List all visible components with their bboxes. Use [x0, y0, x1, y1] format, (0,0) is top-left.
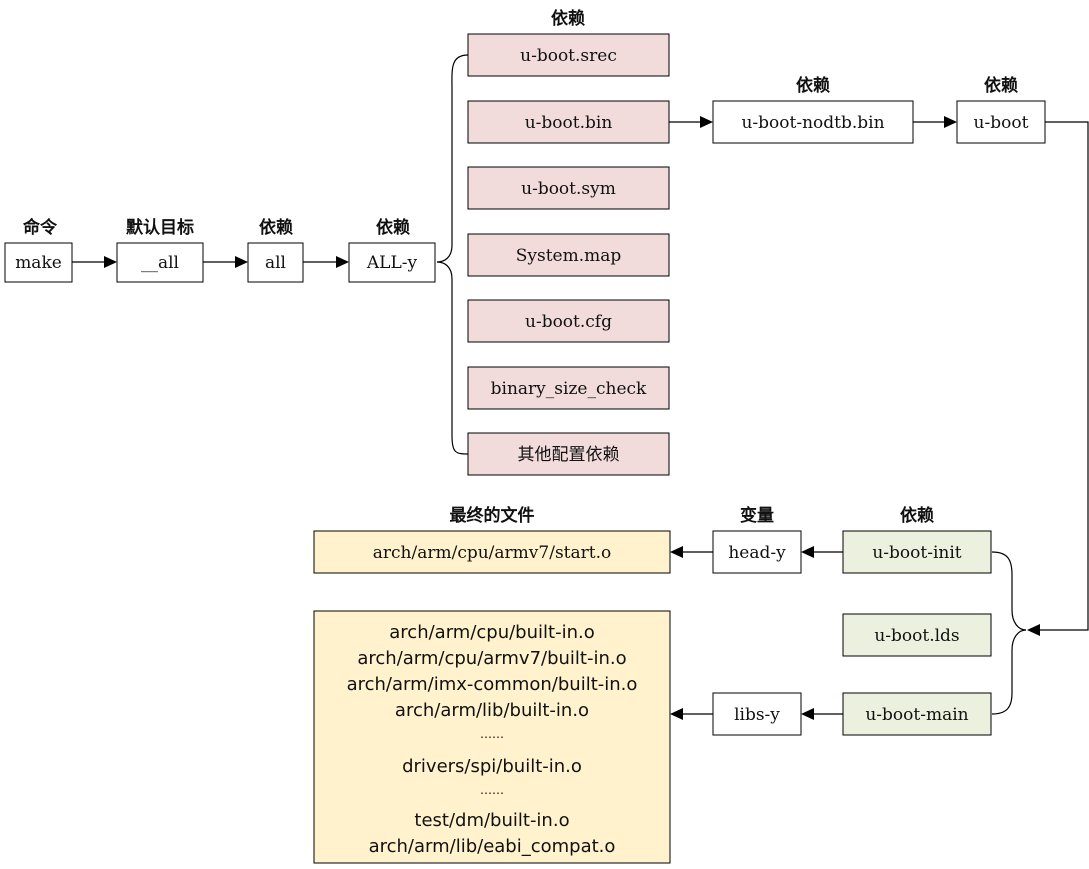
- dependency-label-top: 依赖: [551, 8, 585, 29]
- node-init-box: [842, 530, 992, 574]
- libs-file-ellipsis-2: ……: [480, 783, 504, 797]
- node-all-target: __all: [116, 242, 204, 283]
- node-init-label: u-boot-init: [872, 543, 961, 563]
- libs-files-box: arch/arm/cpu/built-in.o arch/arm/cpu/arm…: [313, 610, 671, 864]
- node-lds-label: u-boot.lds: [874, 626, 959, 646]
- default-target-label: 默认目标: [126, 217, 194, 238]
- arrow-all-to-ally: [303, 256, 349, 268]
- node-libsy: libs-y: [712, 692, 802, 736]
- node-bin-label: u-boot.bin: [525, 113, 613, 133]
- arrow-libsy-to-files: [670, 708, 713, 720]
- node-ally: ALL-y: [348, 242, 436, 283]
- node-nodtb: u-boot-nodtb.bin: [712, 100, 914, 144]
- arrow-make-to-all-target: [72, 256, 117, 268]
- node-heady: head-y: [712, 530, 802, 574]
- command-label: 命令: [22, 217, 58, 238]
- connector-uboot-to-brace: [1027, 121, 1089, 636]
- dependency-label-all: 依赖: [259, 217, 293, 238]
- node-nodtb-label: u-boot-nodtb.bin: [741, 113, 884, 133]
- libs-file-2: arch/arm/imx-common/built-in.o: [347, 674, 638, 695]
- libs-file-7: test/dm/built-in.o: [414, 810, 569, 831]
- node-bin: u-boot.bin: [467, 100, 670, 144]
- libs-file-ellipsis-1: ……: [480, 727, 504, 741]
- node-sysmap: System.map: [467, 233, 670, 277]
- node-all-target-label: __all: [141, 253, 179, 273]
- uboot-brace: [991, 551, 1027, 715]
- node-all: all: [247, 242, 304, 283]
- node-uboot: u-boot: [956, 100, 1046, 144]
- node-lds-box: [842, 613, 992, 657]
- arrow-nodtb-to-uboot: [913, 116, 957, 128]
- node-srec-label: u-boot.srec: [520, 46, 617, 66]
- libs-file-8: arch/arm/lib/eabi_compat.o: [369, 836, 616, 857]
- node-sizecheck-box: [467, 366, 670, 410]
- arrow-all-target-to-all: [203, 256, 248, 268]
- node-srec-box: [467, 33, 670, 77]
- node-bin-box: [467, 100, 670, 144]
- node-other: 其他配置依赖: [467, 432, 670, 476]
- final-files-label: 最终的文件: [450, 505, 535, 526]
- node-other-label: 其他配置依赖: [518, 445, 620, 465]
- node-lds: u-boot.lds: [842, 613, 992, 657]
- node-cfg-label: u-boot.cfg: [525, 312, 612, 332]
- dependency-label-nodtb: 依赖: [796, 75, 830, 96]
- node-sizecheck: binary_size_check: [467, 366, 670, 410]
- node-sym-label: u-boot.sym: [521, 179, 616, 199]
- dependency-label-init: 依赖: [900, 505, 934, 526]
- arrow-main-to-libsy: [801, 708, 843, 720]
- node-cfg: u-boot.cfg: [467, 299, 670, 343]
- libs-file-3: arch/arm/lib/built-in.o: [395, 700, 589, 721]
- variable-label: 变量: [740, 505, 774, 526]
- dependency-label-uboot: 依赖: [984, 75, 1018, 96]
- node-sym-box: [467, 166, 670, 210]
- node-srec: u-boot.srec: [467, 33, 670, 77]
- node-main: u-boot-main: [842, 692, 992, 736]
- node-libsy-label: libs-y: [734, 705, 780, 725]
- libs-file-1: arch/arm/cpu/armv7/built-in.o: [357, 648, 626, 669]
- node-main-box: [842, 692, 992, 736]
- node-sysmap-label: System.map: [516, 246, 622, 266]
- node-make-label: make: [15, 253, 62, 273]
- libs-file-0: arch/arm/cpu/built-in.o: [389, 622, 594, 643]
- node-all-label: all: [265, 253, 286, 273]
- node-start-box: [313, 530, 671, 574]
- libs-file-5: drivers/spi/built-in.o: [402, 756, 582, 777]
- node-uboot-label: u-boot: [974, 113, 1029, 133]
- ally-brace: [436, 54, 469, 455]
- node-heady-label: head-y: [728, 543, 786, 563]
- node-cfg-box: [467, 299, 670, 343]
- node-sym: u-boot.sym: [467, 166, 670, 210]
- arrow-bin-to-nodtb: [669, 116, 713, 128]
- node-main-label: u-boot-main: [865, 705, 968, 725]
- node-init: u-boot-init: [842, 530, 992, 574]
- node-other-box: [467, 432, 670, 476]
- node-start-label: arch/arm/cpu/armv7/start.o: [373, 543, 611, 563]
- node-ally-label: ALL-y: [366, 253, 418, 273]
- libs-files-rect: [313, 610, 671, 864]
- arrow-init-to-heady: [801, 546, 843, 558]
- node-make: make: [4, 242, 73, 283]
- node-sysmap-box: [467, 233, 670, 277]
- dependency-label-ally: 依赖: [376, 217, 410, 238]
- node-start: arch/arm/cpu/armv7/start.o: [313, 530, 671, 574]
- node-sizecheck-label: binary_size_check: [491, 379, 647, 399]
- arrow-heady-to-start: [670, 546, 713, 558]
